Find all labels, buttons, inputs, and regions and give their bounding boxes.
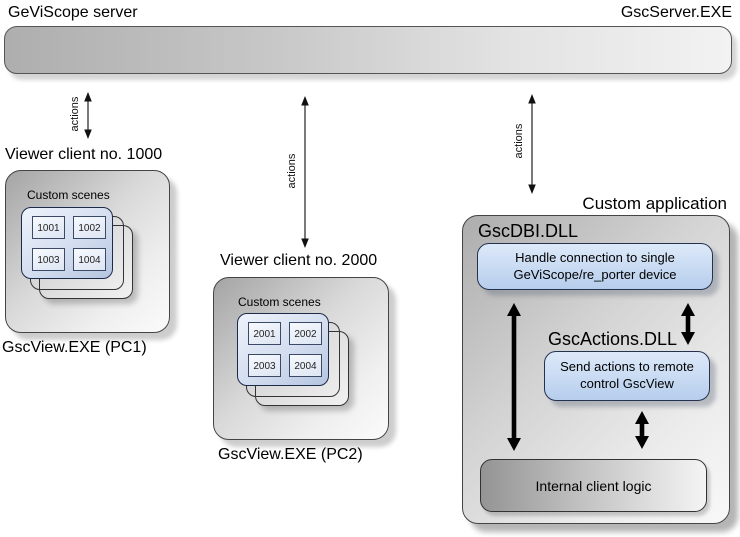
dbi-internal-arrow-icon [507,303,521,451]
gscdbi-box-line1: Handle connection to single [515,249,675,265]
actions-label-client1: actions [69,96,81,132]
gscactions-box-line2: control GscView [580,376,674,391]
scene-cell: 1003 [32,248,65,271]
actions-arrow-client2-icon [301,96,309,248]
gscdbi-function-box: Handle connection to single GeViScope/re… [477,243,713,290]
scene-cell: 2002 [289,322,322,345]
custom-app-heading: Custom application [582,194,727,213]
gscactions-function-box: Send actions to remote control GscView [544,351,710,401]
server-bar [4,26,732,74]
internal-client-logic-box: Internal client logic [480,459,707,512]
gscdbi-box-line2: GeViScope/re_porter device [513,266,677,282]
gscdbi-title: GscDBI.DLL [478,221,579,241]
scene-cell: 1001 [32,216,65,239]
client1-footer: GscView.EXE (PC1) [2,339,147,356]
client2-heading: Viewer client no. 2000 [220,252,378,269]
dbi-actions-arrow-icon [681,303,695,345]
server-title: GeViScope server [8,4,138,21]
server-exe-label: GscServer.EXE [620,4,732,21]
actions-arrow-client1-icon [84,92,92,139]
scene-cell: 1002 [73,216,106,239]
client1-panel-title: Custom scenes [27,188,110,202]
actions-label-app: actions [513,123,525,159]
client1-scene-panel: 1001 1002 1003 1004 [21,207,113,279]
actions-label-client2: actions [286,153,298,189]
client2-scene-panel: 2001 2002 2003 2004 [237,313,329,386]
scene-cell: 2001 [248,322,281,345]
gscactions-title: GscActions.DLL [548,329,678,349]
actions-internal-arrow-icon [635,411,649,449]
internal-client-logic-label: Internal client logic [535,477,652,494]
client1-heading: Viewer client no. 1000 [5,146,163,163]
actions-arrow-app-icon [528,94,536,194]
scene-cell: 1004 [73,248,106,271]
scene-cell: 2004 [289,354,322,377]
gscactions-box-line1: Send actions to remote [560,359,694,375]
client2-footer: GscView.EXE (PC2) [218,446,363,463]
client2-panel-title: Custom scenes [238,295,321,309]
scene-cell: 2003 [248,354,281,377]
